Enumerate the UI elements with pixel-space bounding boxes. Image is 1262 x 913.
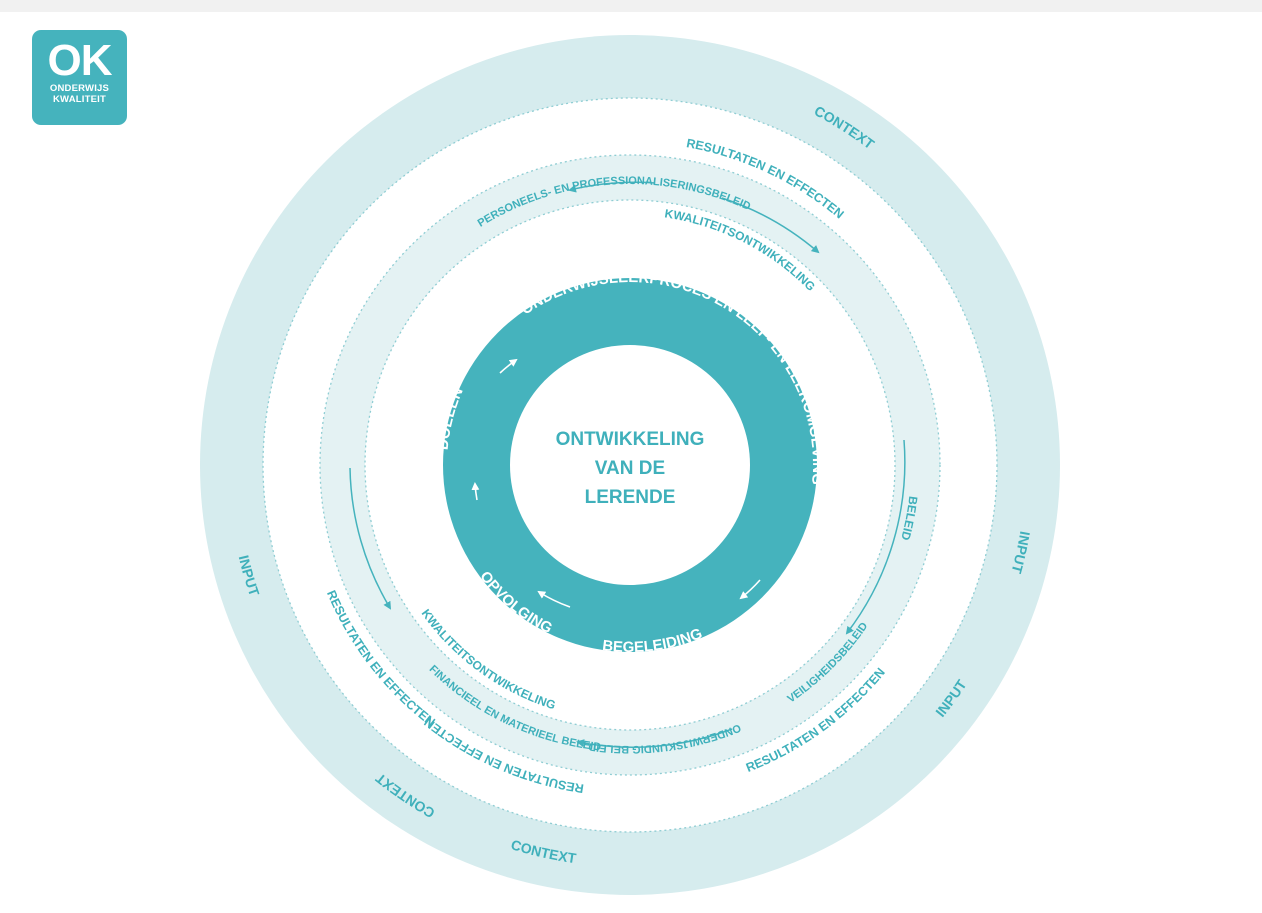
- center-line-3: LERENDE: [585, 487, 676, 508]
- ok-logo: OK ONDERWIJS KWALITEIT: [32, 30, 127, 125]
- center-white-disc: [510, 345, 750, 585]
- beleid-ring-arrows: [349, 181, 906, 748]
- logo-line-1: ONDERWIJS: [49, 83, 110, 94]
- logo-line-2: KWALITEIT: [53, 94, 106, 105]
- inner-ring-arrows: [471, 358, 761, 608]
- dotted-ring-outer: [262, 97, 998, 833]
- center-line-2: VAN DE: [595, 458, 665, 479]
- dotted-ring-mid: [319, 154, 941, 776]
- center-line-1: ONTWIKKELING: [556, 429, 705, 450]
- top-band: [0, 0, 1262, 12]
- dotted-ring-inner: [364, 199, 896, 731]
- logo-ok-text: OK: [47, 36, 113, 85]
